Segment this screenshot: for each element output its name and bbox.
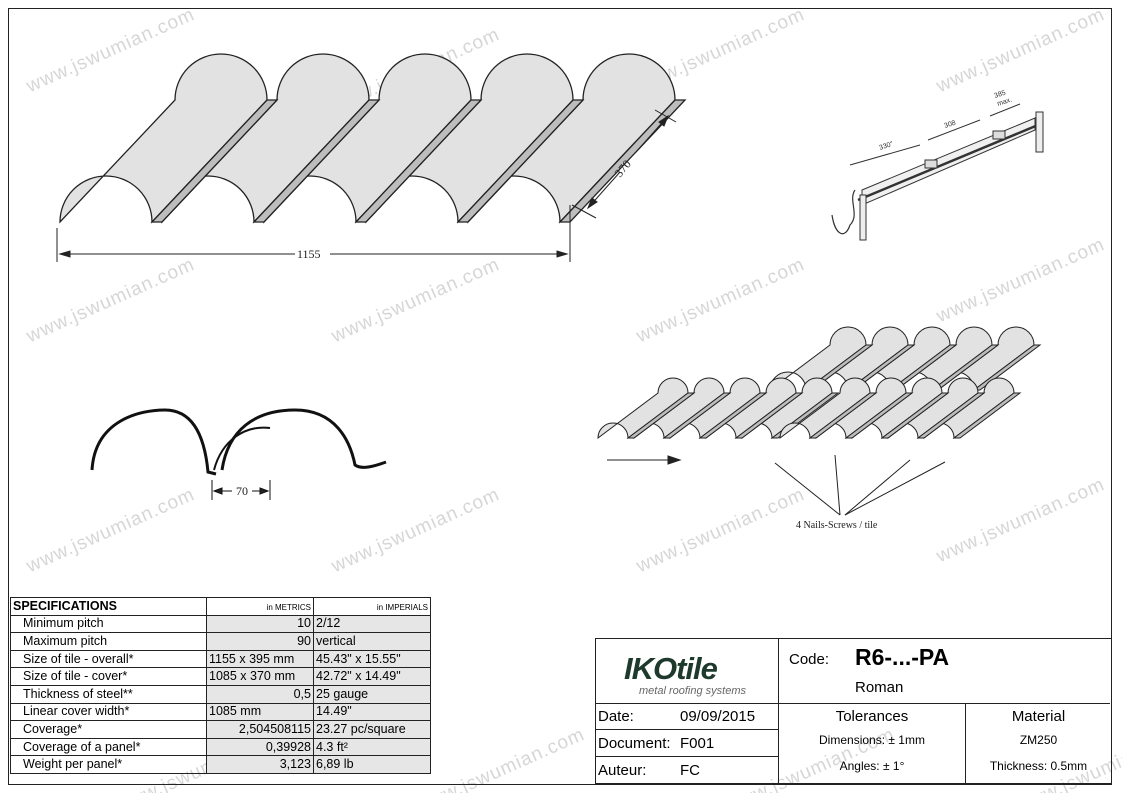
spec-label: Weight per panel*: [10, 755, 207, 774]
tolerances-cell: Tolerances Dimensions: ± 1mm Angles: ± 1…: [779, 704, 966, 783]
spec-label: Coverage*: [10, 720, 207, 739]
title-block: IKOtile metal roofing systems Code: R6-.…: [595, 638, 1112, 784]
spec-label: Size of tile - cover*: [10, 667, 207, 686]
tile-trough: [844, 392, 914, 439]
spec-metric-value: 2,504508115: [206, 720, 314, 739]
roof-section-view: 330" 308 385 max.: [831, 90, 1044, 241]
dim-batten-3-note: max.: [996, 97, 1013, 108]
spec-label: Minimum pitch: [10, 614, 207, 634]
spec-label: Linear cover width*: [10, 702, 207, 722]
spec-metric-value: 0,5: [206, 684, 314, 704]
spec-imperial-value: 45.43" x 15.55": [313, 649, 431, 669]
material-thickness: Thickness: 0.5mm: [989, 759, 1088, 773]
document-cell: Document: F001: [596, 730, 779, 757]
spec-metric-value: 3,123: [206, 755, 314, 774]
dim-length-label: 1155: [297, 247, 321, 261]
profile-section: 70: [90, 408, 387, 500]
company-logo: IKOtile metal roofing systems: [596, 639, 779, 704]
tile-trough: [916, 392, 986, 439]
model-name: Roman: [855, 679, 904, 696]
tile-trough: [808, 392, 878, 439]
dim-batten-3-label: 385: [993, 90, 1006, 100]
spec-col-metric: in METRICS: [206, 597, 314, 616]
spec-col-imperial: in IMPERIALS: [313, 597, 431, 616]
tolerance-dimensions: Dimensions: ± 1mm: [819, 733, 925, 747]
date-cell: Date: 09/09/2015: [596, 704, 779, 730]
drawing-frame: [8, 8, 1112, 785]
tile-trough: [698, 392, 768, 439]
logo-tagline: metal roofing systems: [639, 685, 746, 697]
material-cell: Material ZM250 Thickness: 0.5mm: [966, 704, 1111, 783]
tile-trough: [880, 392, 950, 439]
tile-trough: [252, 99, 381, 223]
spec-metric-value: 1085 x 370 mm: [206, 667, 314, 686]
spec-imperial-value: 14.49": [313, 702, 431, 722]
tile-trough: [150, 99, 279, 223]
author-cell: Auteur: FC: [596, 757, 779, 783]
spec-metric-value: 0,39928: [206, 737, 314, 757]
spec-imperial-value: 4.3 ft²: [313, 737, 431, 757]
material-title: Material: [1011, 708, 1066, 725]
tile-trough: [558, 99, 687, 223]
date-value: 09/09/2015: [680, 708, 756, 725]
spec-label: Size of tile - overall*: [10, 649, 207, 669]
spec-title: SPECIFICATIONS: [10, 597, 207, 616]
nails-callout: 4 Nails-Screws / tile: [607, 454, 946, 531]
spec-metric-value: 1155 x 395 mm: [206, 649, 314, 669]
tile-trough: [456, 99, 585, 223]
nails-note: 4 Nails-Screws / tile: [796, 520, 878, 531]
code-value: R6-...-PA: [855, 644, 950, 670]
tile-trough: [662, 392, 732, 439]
spec-imperial-value: 25 gauge: [313, 684, 431, 704]
spec-metric-value: 90: [206, 632, 314, 651]
tile-trough: [734, 392, 804, 439]
spec-imperial-value: 6,89 lb: [313, 755, 431, 774]
document-label: Document:: [598, 735, 671, 752]
spec-imperial-value: vertical: [313, 632, 431, 651]
spec-label: Coverage of a panel*: [10, 737, 207, 757]
spec-imperial-value: 2/12: [313, 614, 431, 634]
dimension-length: 1155: [56, 205, 571, 262]
spec-metric-value: 1085 mm: [206, 702, 314, 722]
logo-main-text: IKOtile: [624, 651, 718, 686]
spec-header-row: SPECIFICATIONS in METRICS in IMPERIALS: [10, 597, 431, 616]
code-cell: Code: R6-...-PA Roman: [779, 639, 1110, 704]
code-label: Code:: [789, 651, 830, 668]
roof-assembly-view: [597, 326, 1042, 440]
author-value: FC: [680, 762, 700, 779]
dim-batten-1-label: 330": [878, 141, 894, 152]
document-value: F001: [680, 735, 715, 752]
spec-imperial-value: 42.72" x 14.49": [313, 667, 431, 686]
tile-trough: [354, 99, 483, 223]
tolerance-angles: Angles: ± 1°: [839, 759, 905, 773]
dim-profile-label: 70: [236, 484, 248, 498]
spec-label: Maximum pitch: [10, 632, 207, 651]
tolerances-title: Tolerances: [835, 708, 909, 725]
spec-metric-value: 10: [206, 614, 314, 634]
spec-label: Thickness of steel**: [10, 684, 207, 704]
spec-imperial-value: 23.27 pc/square: [313, 720, 431, 739]
date-label: Date:: [598, 708, 634, 725]
tile-3d-view: [59, 53, 687, 224]
author-label: Auteur:: [598, 762, 647, 779]
tile-trough: [626, 392, 696, 439]
dim-batten-2-label: 308: [943, 120, 956, 130]
tile-trough: [952, 392, 1022, 439]
material-value: ZM250: [1019, 733, 1058, 747]
specifications-table: SPECIFICATIONS in METRICS in IMPERIALS M…: [10, 597, 431, 774]
